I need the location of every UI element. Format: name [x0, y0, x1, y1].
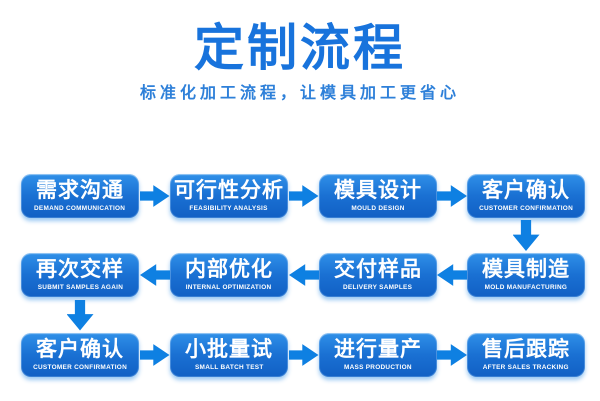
- arrow-right-icon: [437, 185, 467, 207]
- arrow-down-icon: [512, 220, 540, 251]
- page-title: 定制流程: [194, 20, 406, 76]
- step-label-en: CUSTOMER CONFIRMATION: [33, 364, 127, 371]
- step-label-en: MOLD MANUFACTURING: [484, 284, 568, 291]
- flow-step-mold-manufacturing: 模具制造 MOLD MANUFACTURING: [467, 253, 585, 297]
- flow-step-small-batch-test: 小批量试 SMALL BATCH TEST: [170, 333, 288, 377]
- step-label-en: SUBMIT SAMPLES AGAIN: [37, 284, 123, 291]
- step-label-en: DEMAND COMMUNICATION: [34, 205, 126, 212]
- arrow-left-icon: [437, 262, 467, 288]
- flow-step-mould-design: 模具设计 MOULD DESIGN: [319, 174, 437, 218]
- step-label-en: AFTER SALES TRACKING: [482, 364, 570, 371]
- flow-step-after-sales-tracking: 售后跟踪 AFTER SALES TRACKING: [467, 333, 585, 377]
- step-label-en: FEASIBILITY ANALYSIS: [189, 205, 269, 212]
- step-label-en: MASS PRODUCTION: [344, 364, 412, 371]
- arrow-right-icon: [437, 344, 467, 366]
- step-label-zh: 需求沟通: [36, 178, 124, 202]
- arrow-left-icon: [140, 262, 170, 288]
- flow-step-customer-confirmation-1: 客户确认 CUSTOMER CONFIRMATION: [467, 174, 585, 218]
- step-label-en: MOULD DESIGN: [351, 205, 405, 212]
- step-label-zh: 模具设计: [334, 178, 422, 202]
- step-label-zh: 售后跟踪: [482, 337, 570, 361]
- flow-step-mass-production: 进行量产 MASS PRODUCTION: [319, 333, 437, 377]
- step-label-en: INTERNAL OPTIMIZATION: [186, 284, 272, 291]
- step-label-en: DELIVERY SAMPLES: [343, 284, 413, 291]
- step-label-en: CUSTOMER CONFIRMATION: [479, 205, 573, 212]
- step-label-en: SMALL BATCH TEST: [194, 364, 264, 371]
- step-label-zh: 内部优化: [185, 257, 273, 281]
- step-label-zh: 小批量试: [185, 337, 273, 361]
- step-label-zh: 再次交样: [36, 257, 124, 281]
- step-label-zh: 进行量产: [334, 337, 422, 361]
- flowchart: 需求沟通 DEMAND COMMUNICATION 可行性分析 FEASIBIL…: [0, 174, 600, 377]
- page-subtitle: 标准化加工流程，让模具加工更省心: [139, 85, 460, 102]
- arrow-left-icon: [289, 262, 319, 288]
- arrow-down-icon: [66, 299, 94, 331]
- step-label-zh: 模具制造: [482, 257, 570, 281]
- flow-step-feasibility-analysis: 可行性分析 FEASIBILITY ANALYSIS: [170, 174, 288, 218]
- step-label-zh: 客户确认: [482, 178, 570, 202]
- arrow-right-icon: [139, 344, 170, 366]
- arrow-right-icon: [139, 185, 170, 207]
- step-label-zh: 可行性分析: [174, 178, 284, 202]
- flow-step-internal-optimization: 内部优化 INTERNAL OPTIMIZATION: [170, 253, 288, 297]
- flow-step-delivery-samples: 交付样品 DELIVERY SAMPLES: [319, 253, 437, 297]
- arrow-right-icon: [288, 185, 319, 207]
- step-label-zh: 客户确认: [36, 337, 124, 361]
- step-label-zh: 交付样品: [334, 257, 422, 281]
- flow-step-submit-samples-again: 再次交样 SUBMIT SAMPLES AGAIN: [21, 253, 139, 297]
- flow-step-demand-communication: 需求沟通 DEMAND COMMUNICATION: [21, 174, 139, 218]
- arrow-right-icon: [288, 344, 319, 366]
- flow-step-customer-confirmation-2: 客户确认 CUSTOMER CONFIRMATION: [21, 333, 139, 377]
